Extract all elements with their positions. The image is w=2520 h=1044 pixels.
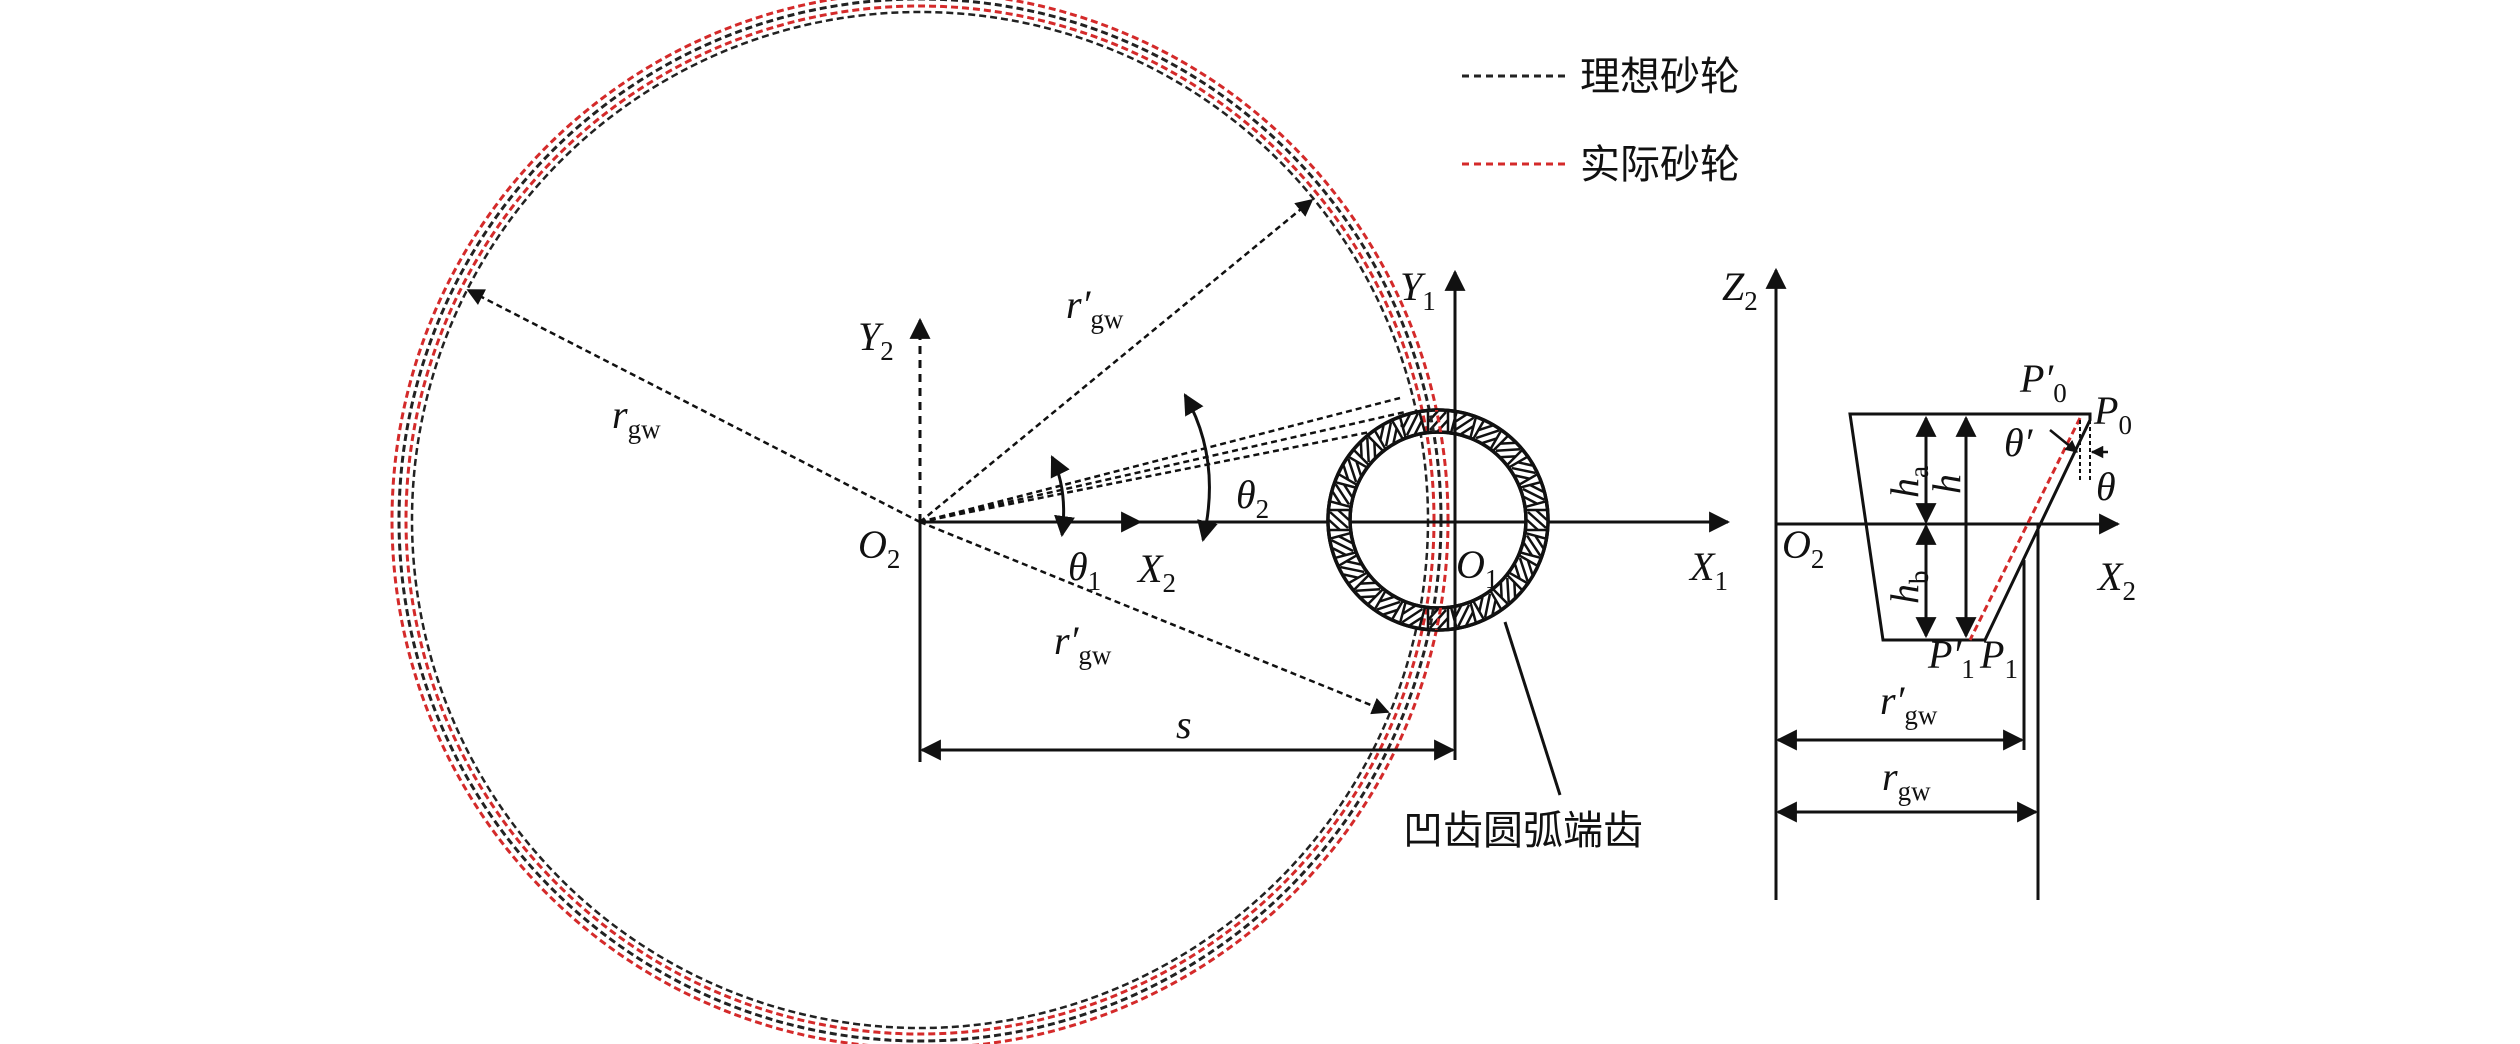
label-rgwp-lower: r′gw (1054, 618, 1112, 670)
end-tooth-ring (1326, 408, 1550, 632)
actual-wheel-inner (404, 4, 1436, 1036)
legend: 理想砂轮 实际砂轮 (1462, 54, 1740, 188)
label-X1: X1 (1688, 544, 1728, 596)
label-rgwp-upper: r′gw (1066, 282, 1124, 334)
label-Y2: Y2 (858, 314, 894, 366)
label-X2-profile: X2 (2096, 554, 2136, 606)
label-rgw-right: rgw (1882, 754, 1931, 806)
label-Z2: Z2 (1722, 264, 1758, 316)
annotation-label: 凹齿圆弧端齿 (1403, 808, 1643, 854)
rgwp-lower-radius-line (919, 520, 1390, 715)
ideal-wheel-inner (410, 10, 1430, 1030)
angle-arcs (1050, 393, 1218, 543)
label-O2-profile: O2 (1782, 522, 1824, 574)
left-axes (909, 269, 1731, 762)
grinding-wheel-circles (390, 0, 1450, 1044)
label-theta2: θ2 (1236, 472, 1269, 524)
math-labels: Y1 Y2 Z2 X1 X2 X2 O1 O2 O2 θ1 θ2 s rgw r… (612, 264, 2136, 806)
profile-axes (1765, 267, 2121, 900)
label-X2: X2 (1136, 546, 1176, 598)
wheel-radii (466, 198, 1411, 715)
thetap-arrow (2049, 429, 2078, 453)
label-theta-prime: θ′ (2004, 420, 2034, 465)
actual-wheel-outer (390, 0, 1450, 1044)
label-P0: P0 (2093, 388, 2132, 440)
theta1-arc (1050, 455, 1075, 538)
tooth-ray-1 (919, 396, 1401, 524)
legend-ideal-label: 理想砂轮 (1580, 54, 1740, 100)
label-rgwp-right: r′gw (1880, 678, 1938, 730)
theta2-arc (1183, 393, 1218, 543)
label-P1-prime: P′1 (1927, 632, 1975, 684)
rgwp-upper-radius-line (919, 198, 1314, 523)
label-P0-prime: P′0 (2019, 356, 2067, 408)
label-O1: O1 (1456, 542, 1498, 594)
label-O2: O2 (858, 522, 900, 574)
wheel-profile (1848, 412, 2092, 642)
actual-profile-edge (1968, 417, 2082, 641)
label-P1: P1 (1979, 632, 2018, 684)
label-theta: θ (2096, 464, 2116, 509)
label-rgw-left: rgw (612, 392, 661, 444)
tooth-ray-3 (919, 422, 1411, 524)
tooth-ray-2 (919, 410, 1406, 524)
ideal-wheel (397, 0, 1443, 1043)
label-theta1: θ1 (1068, 544, 1101, 596)
label-h: h (1924, 474, 1969, 494)
label-ha: ha (1882, 466, 1934, 498)
rgw-radius-line (466, 288, 921, 524)
legend-actual-label: 实际砂轮 (1580, 142, 1740, 188)
trapezoid-profile (1848, 412, 2092, 642)
label-Y1: Y1 (1400, 264, 1436, 316)
annotation-leader (1503, 621, 1562, 796)
label-s: s (1176, 702, 1192, 747)
label-hb: hb (1882, 571, 1934, 605)
